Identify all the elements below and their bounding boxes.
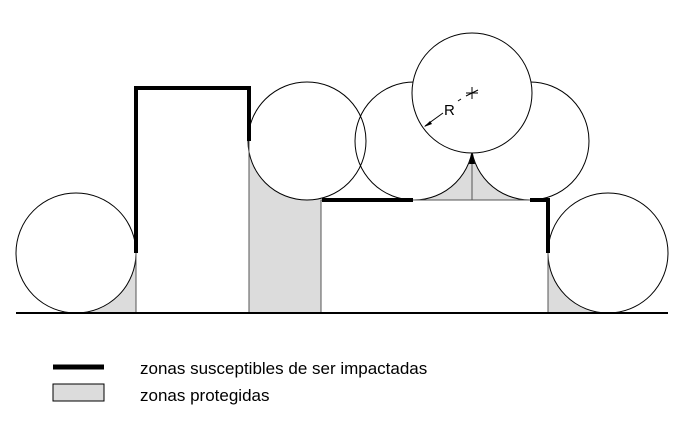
legend-label-protected: zonas protegidas: [140, 386, 269, 405]
exposed-zone-low-corner: [530, 198, 550, 253]
legend-label-exposed: zonas susceptibles de ser impactadas: [140, 359, 427, 378]
radius-indicator: R: [424, 87, 479, 127]
low-building-outline: [320, 199, 549, 313]
radius-label: R: [444, 102, 455, 119]
exposed-zone-tall-building: [134, 86, 251, 253]
lightning-rod-tip: [469, 153, 475, 164]
arrowhead-icon: [424, 121, 432, 127]
legend: zonas susceptibles de ser impactadas zon…: [52, 359, 427, 405]
legend-gray-box-icon: [52, 383, 105, 402]
tall-building-outline: [135, 87, 250, 313]
